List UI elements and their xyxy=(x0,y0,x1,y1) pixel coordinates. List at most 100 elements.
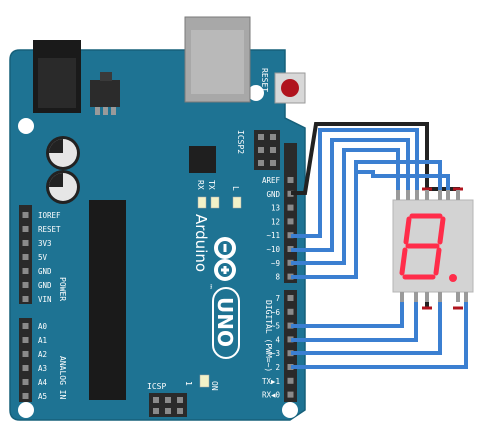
wire-pin-5[interactable] xyxy=(291,296,404,328)
digital-header-top-pin[interactable] xyxy=(287,246,294,252)
power-header-pin[interactable] xyxy=(22,282,29,288)
analog-header-pin[interactable] xyxy=(22,337,29,343)
analog-header-pin[interactable] xyxy=(22,379,29,385)
digital-header-bottom-label: 2 xyxy=(275,363,280,372)
mounting-hole xyxy=(18,118,34,134)
wire-pin-9[interactable] xyxy=(291,148,400,265)
on-led xyxy=(199,374,210,388)
power-header-label: RESET xyxy=(38,225,61,234)
wire-pin-11[interactable] xyxy=(291,128,419,238)
digital-header-top-pin[interactable] xyxy=(287,190,294,197)
wire-pin-8b[interactable] xyxy=(356,170,450,197)
digital-header-bottom-pin[interactable] xyxy=(287,364,294,370)
digital-header-top-label: ~11 xyxy=(266,231,280,240)
digital-header-bottom-pin[interactable] xyxy=(287,308,294,315)
digital-header-top-pin[interactable] xyxy=(287,177,294,183)
microcontroller-chip xyxy=(89,200,126,400)
analog-header xyxy=(19,318,32,402)
icsp-header: ICSP 1 xyxy=(147,381,193,417)
analog-header-label: A5 xyxy=(38,392,47,401)
digital-header-top-label: 12 xyxy=(271,217,280,226)
digital-header-top-pin[interactable] xyxy=(287,218,294,225)
digital-header-bottom xyxy=(284,290,297,402)
power-header-label: GND xyxy=(38,267,52,276)
digital-header-top-label: AREF xyxy=(262,176,281,185)
capacitor xyxy=(46,136,80,170)
power-header-label: GND xyxy=(38,281,52,290)
digital-header-bottom-pin[interactable] xyxy=(287,322,294,329)
arduino-uno-board: RESET ICSP2 TX RX L xyxy=(9,16,306,421)
analog-header-label: A1 xyxy=(38,336,47,345)
segment-dp xyxy=(449,274,457,282)
digital-header-bottom-label: 4 xyxy=(275,335,280,344)
segment-digit xyxy=(399,213,446,280)
wire-pin-2[interactable] xyxy=(291,296,468,369)
board-pcb xyxy=(9,49,306,421)
tm-label: ™ xyxy=(205,283,213,290)
reset-button-cap[interactable] xyxy=(281,79,299,97)
analog-header-pin[interactable] xyxy=(22,393,29,399)
rx-label: RX xyxy=(196,180,205,190)
analog-header-label: A2 xyxy=(38,350,47,359)
digital-header-bottom-label: TX▶1 xyxy=(262,377,280,386)
mounting-hole xyxy=(282,402,298,418)
wire-pin-10[interactable] xyxy=(291,138,410,252)
power-header-pin[interactable] xyxy=(22,240,29,246)
analog-section-label: ANALOG IN xyxy=(58,356,67,400)
capacitor xyxy=(46,170,80,204)
digital-header-top-label: ~10 xyxy=(266,245,280,254)
tx-label: TX xyxy=(207,180,216,190)
digital-header-bottom-pin[interactable] xyxy=(287,350,294,357)
digital-header-bottom-label: ~3 xyxy=(271,349,280,358)
digital-header-bottom-label: 7 xyxy=(275,294,280,303)
segment-b xyxy=(437,216,446,245)
display-pins-top xyxy=(396,190,460,200)
digital-header-bottom-pin[interactable] xyxy=(287,377,294,384)
digital-header-bottom-pin[interactable] xyxy=(287,295,294,301)
analog-header-pin[interactable] xyxy=(22,351,29,357)
wire-pin-8[interactable] xyxy=(291,160,442,279)
usb-chip xyxy=(189,146,216,173)
digital-header-top-pin[interactable] xyxy=(287,204,294,211)
power-header-pin[interactable] xyxy=(22,268,29,274)
digital-header-top-pin[interactable] xyxy=(287,259,294,266)
header-pins: IOREFRESET3V35VGNDGNDVINA0A1A2A3A4A5AREF… xyxy=(22,176,294,401)
display-pins-bottom xyxy=(400,292,468,302)
analog-header-pin[interactable] xyxy=(22,365,29,371)
segment-f xyxy=(403,216,412,245)
icsp2-header: ICSP2 xyxy=(236,130,280,170)
digital-header-top-label: GND xyxy=(266,190,280,199)
digital-header-top-pin[interactable] xyxy=(287,232,294,239)
junction-markers xyxy=(422,187,463,310)
wire-pin-3[interactable] xyxy=(291,296,442,355)
digital-header-bottom-pin[interactable] xyxy=(287,336,294,343)
digital-header-bottom-label: ~5 xyxy=(271,322,280,331)
power-header-pin[interactable] xyxy=(22,226,29,232)
power-header-pin[interactable] xyxy=(22,296,29,302)
power-header-pin[interactable] xyxy=(22,212,29,218)
analog-header-label: A0 xyxy=(38,322,48,331)
power-header-pin[interactable] xyxy=(22,254,29,260)
digital-header-bottom-label: RX◀0 xyxy=(262,391,281,400)
segment-c xyxy=(433,247,442,276)
digital-header-top-label: 13 xyxy=(271,204,280,213)
power-header-label: 5V xyxy=(38,253,48,262)
uno-label: UNO xyxy=(213,297,237,347)
seven-segment-display xyxy=(392,190,474,302)
digital-header-bottom-label: ~6 xyxy=(271,308,281,317)
digital-section-label: DIGITAL (PWM=~) xyxy=(264,300,273,372)
digital-header-top-label: ~9 xyxy=(271,259,280,268)
voltage-regulator xyxy=(90,80,120,107)
power-header-label: 3V3 xyxy=(38,239,52,248)
digital-header-top-label: 8 xyxy=(275,273,280,282)
power-section-label: POWER xyxy=(58,277,67,301)
power-header-label: IOREF xyxy=(38,211,61,220)
analog-header-label: A3 xyxy=(38,364,47,373)
digital-header-bottom-pin[interactable] xyxy=(287,391,294,398)
analog-header-pin[interactable] xyxy=(22,323,29,329)
l-led xyxy=(232,196,242,209)
icsp-pin1-label: 1 xyxy=(184,381,193,386)
digital-header-top-pin[interactable] xyxy=(287,273,294,280)
wire-pin-4[interactable] xyxy=(291,296,418,342)
